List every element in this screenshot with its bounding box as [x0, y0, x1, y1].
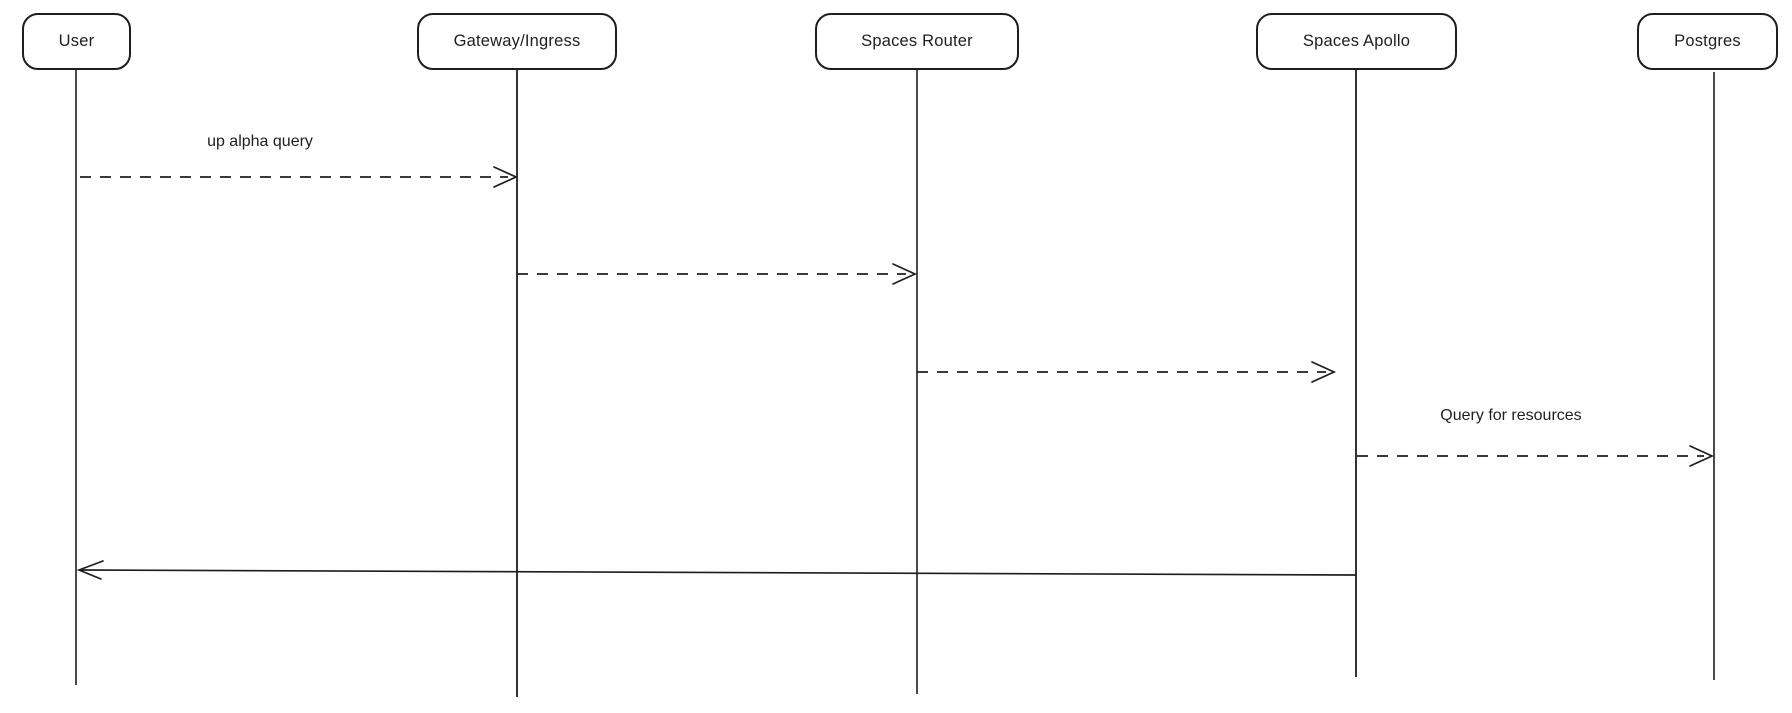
actor-box-spaces-apollo: Spaces Apollo — [1256, 13, 1457, 70]
arrowhead-right-apollo — [1311, 361, 1337, 383]
arrowhead-right-postgres — [1689, 445, 1715, 467]
message-arrow-apollo-to-user — [80, 569, 1357, 576]
actor-box-postgres: Postgres — [1637, 13, 1778, 70]
actor-label-spaces-router: Spaces Router — [861, 32, 973, 50]
arrowhead-right-gateway — [493, 166, 519, 188]
actor-label-postgres: Postgres — [1674, 32, 1741, 50]
arrowhead-right-router — [892, 263, 918, 285]
actor-box-user: User — [22, 13, 131, 70]
actor-box-spaces-router: Spaces Router — [815, 13, 1019, 70]
message-label-query-for-resources: Query for resources — [1440, 407, 1582, 424]
actor-label-spaces-apollo: Spaces Apollo — [1302, 32, 1411, 50]
actor-box-gateway-ingress: Gateway/Ingress — [417, 13, 617, 70]
arrowhead-left-user — [76, 560, 104, 580]
actor-label-user: User — [58, 32, 95, 50]
message-label-up-alpha-query: up alpha query — [207, 133, 313, 150]
actor-label-gateway-ingress: Gateway/Ingress — [453, 32, 581, 50]
